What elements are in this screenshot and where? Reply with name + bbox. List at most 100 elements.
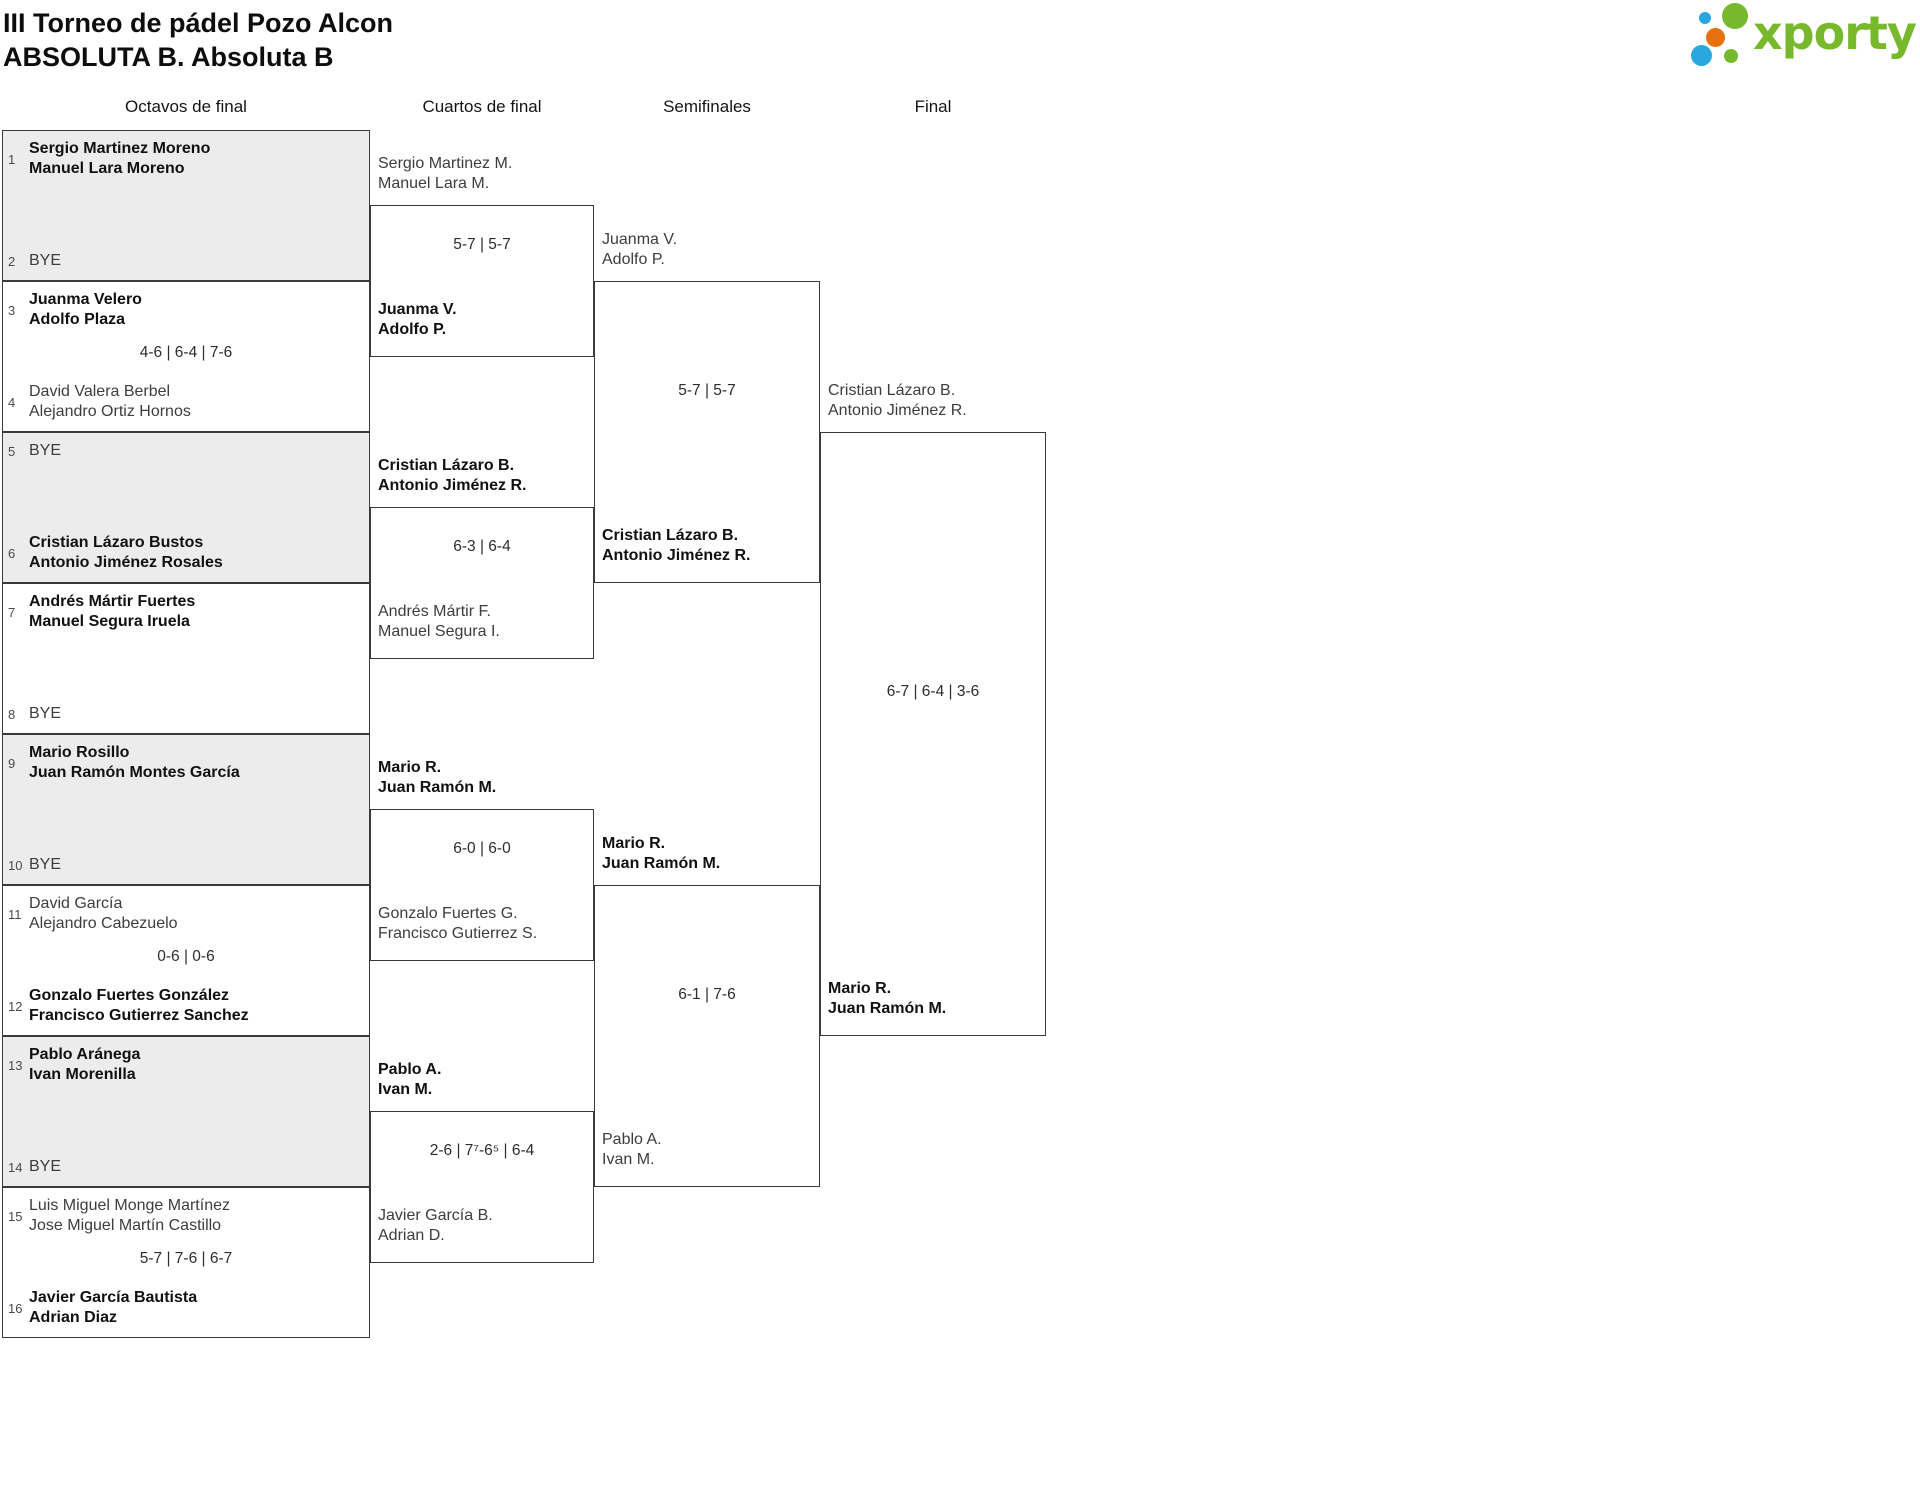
player-name: Francisco Gutierrez Sanchez [29, 1007, 249, 1024]
team-entry: 15 Luis Miguel Monge Martínez Jose Migue… [3, 1196, 369, 1236]
round-header-final: Final [914, 97, 952, 116]
sf2-participant-2: Pablo A. Ivan M. [602, 1130, 662, 1170]
player-name: Adolfo Plaza [29, 311, 126, 328]
r16-match-2: 3 Juanma Velero Adolfo Plaza 4-6 | 6-4 |… [2, 281, 370, 432]
seed-number: 16 [8, 1300, 23, 1316]
player-name: Juanma V. [602, 231, 678, 248]
seed-number: 14 [8, 1159, 23, 1175]
player-name: BYE [29, 705, 62, 722]
sf2-participant-1: Mario R. Juan Ramón M. [602, 834, 720, 874]
player-name: Juan Ramón Montes García [29, 764, 240, 781]
player-name: Antonio Jiménez Rosales [29, 554, 223, 571]
team-names: BYE [29, 251, 61, 271]
team-entry: 14 BYE [3, 1157, 369, 1177]
team-names: Andrés Mártir Fuertes Manuel Segura Irue… [29, 592, 195, 632]
tournament-title: III Torneo de pádel Pozo Alcon [3, 8, 394, 38]
team-names: Cristian Lázaro Bustos Antonio Jiménez R… [29, 533, 223, 573]
r16-match-8: 15 Luis Miguel Monge Martínez Jose Migue… [2, 1187, 370, 1338]
player-name: Alejandro Ortiz Hornos [29, 403, 191, 420]
qf-match-3: Mario R. Juan Ramón M. 6-0 | 6-0 Gonzalo… [370, 759, 594, 961]
logo-dot-green-large-icon [1722, 3, 1748, 29]
team-names: Gonzalo Fuertes González Francisco Gutie… [29, 986, 249, 1026]
team-entry: 6 Cristian Lázaro Bustos Antonio Jiménez… [3, 533, 369, 573]
seed-number: 2 [8, 253, 16, 269]
sf-match-1: Juanma V. Adolfo P. 5-7 | 5-7 Cristian L… [594, 231, 820, 583]
player-name: Francisco Gutierrez S. [378, 925, 538, 942]
qf1-score: 5-7 | 5-7 [453, 236, 511, 253]
qf1-participant-2: Juanma V. Adolfo P. [378, 300, 457, 340]
player-name: Sergio Martinez M. [378, 155, 513, 172]
player-name: Javier García B. [378, 1207, 493, 1224]
logo-dot-orange-icon [1706, 28, 1725, 47]
player-name: BYE [29, 1158, 62, 1175]
player-name: Manuel Segura Iruela [29, 613, 190, 630]
qf3-score: 6-0 | 6-0 [453, 840, 511, 857]
team-entry: 8 BYE [3, 704, 369, 724]
player-name: BYE [29, 442, 62, 459]
team-names: Pablo Aránega Ivan Morenilla [29, 1045, 140, 1085]
player-name: Mario R. [828, 980, 892, 997]
team-names: Sergio Martinez Moreno Manuel Lara Moren… [29, 139, 210, 179]
team-entry: 11 David García Alejandro Cabezuelo [3, 894, 369, 934]
seed-number: 1 [8, 151, 16, 167]
sf1-score: 5-7 | 5-7 [678, 382, 736, 399]
player-name: Juan Ramón M. [602, 855, 721, 872]
xporty-logo[interactable]: xporty [1683, 2, 1920, 72]
r16-match-1: 1 Sergio Martinez Moreno Manuel Lara Mor… [2, 130, 370, 281]
player-name: Juanma V. [378, 301, 457, 318]
r16-match-2-score: 4-6 | 6-4 | 7-6 [139, 344, 233, 361]
player-name: David García [29, 895, 123, 912]
logo-dot-blue-small-icon [1699, 12, 1711, 24]
seed-number: 13 [8, 1057, 23, 1073]
r16-match-3: 5 BYE 6 Cristian Lázaro Bustos Antonio J… [2, 432, 370, 583]
seed-number: 5 [8, 443, 16, 459]
player-name: Cristian Lázaro B. [378, 457, 515, 474]
seed-number: 9 [8, 755, 16, 771]
r16-match-8-score: 5-7 | 7-6 | 6-7 [139, 1250, 233, 1267]
seed-number: 7 [8, 604, 16, 620]
logo-dot-blue-large-icon [1691, 45, 1712, 66]
seed-number: 10 [8, 857, 23, 873]
r16-match-6-score: 0-6 | 0-6 [157, 948, 215, 965]
player-name: Juan Ramón M. [378, 779, 497, 796]
qf2-score: 6-3 | 6-4 [453, 538, 511, 555]
player-name: Juan Ramón M. [828, 1000, 947, 1017]
qf4-participant-1: Pablo A. Ivan M. [378, 1060, 441, 1100]
seed-number: 11 [8, 906, 22, 922]
player-name: Andrés Mártir Fuertes [29, 593, 196, 610]
player-name: Adrian D. [378, 1227, 445, 1244]
player-name: Mario R. [602, 835, 666, 852]
team-names: BYE [29, 704, 61, 724]
player-name: Cristian Lázaro B. [828, 382, 956, 399]
sf1-participant-1: Juanma V. Adolfo P. [602, 230, 677, 270]
sf-match-2: Mario R. Juan Ramón M. 6-1 | 7-6 Pablo A… [594, 835, 820, 1187]
player-name: Javier García Bautista [29, 1289, 198, 1306]
round-header-octavos: Octavos de final [125, 97, 247, 116]
qf-match-2: Cristian Lázaro B. Antonio Jiménez R. 6-… [370, 457, 594, 659]
player-name: Antonio Jiménez R. [378, 477, 527, 494]
team-names: BYE [29, 1157, 61, 1177]
team-names: Juanma Velero Adolfo Plaza [29, 290, 142, 330]
r16-match-4: 7 Andrés Mártir Fuertes Manuel Segura Ir… [2, 583, 370, 734]
team-entry: 12 Gonzalo Fuertes González Francisco Gu… [3, 986, 369, 1026]
team-names: Luis Miguel Monge Martínez Jose Miguel M… [29, 1196, 230, 1236]
player-name: Sergio Martinez Moreno [29, 140, 211, 157]
player-name: Jose Miguel Martín Castillo [29, 1217, 222, 1234]
team-entry: 3 Juanma Velero Adolfo Plaza [3, 290, 369, 330]
team-names: David García Alejandro Cabezuelo [29, 894, 178, 934]
player-name: Ivan M. [378, 1081, 433, 1098]
category-subtitle: ABSOLUTA B. Absoluta B [3, 42, 334, 72]
team-entry: 5 BYE [3, 441, 369, 461]
team-entry: 4 David Valera Berbel Alejandro Ortiz Ho… [3, 382, 369, 422]
seed-number: 15 [8, 1208, 23, 1224]
player-name: Cristian Lázaro B. [602, 527, 739, 544]
player-name: Manuel Segura I. [378, 623, 500, 640]
qf1-participant-1: Sergio Martinez M. Manuel Lara M. [378, 154, 512, 194]
r16-match-6: 11 David García Alejandro Cabezuelo 0-6 … [2, 885, 370, 1036]
team-entry: 16 Javier García Bautista Adrian Diaz [3, 1288, 369, 1328]
team-names: BYE [29, 855, 61, 875]
player-name: Andrés Mártir F. [378, 603, 491, 620]
player-name: Alejandro Cabezuelo [29, 915, 178, 932]
player-name: Gonzalo Fuertes González [29, 987, 230, 1004]
team-entry: 13 Pablo Aránega Ivan Morenilla [3, 1045, 369, 1085]
